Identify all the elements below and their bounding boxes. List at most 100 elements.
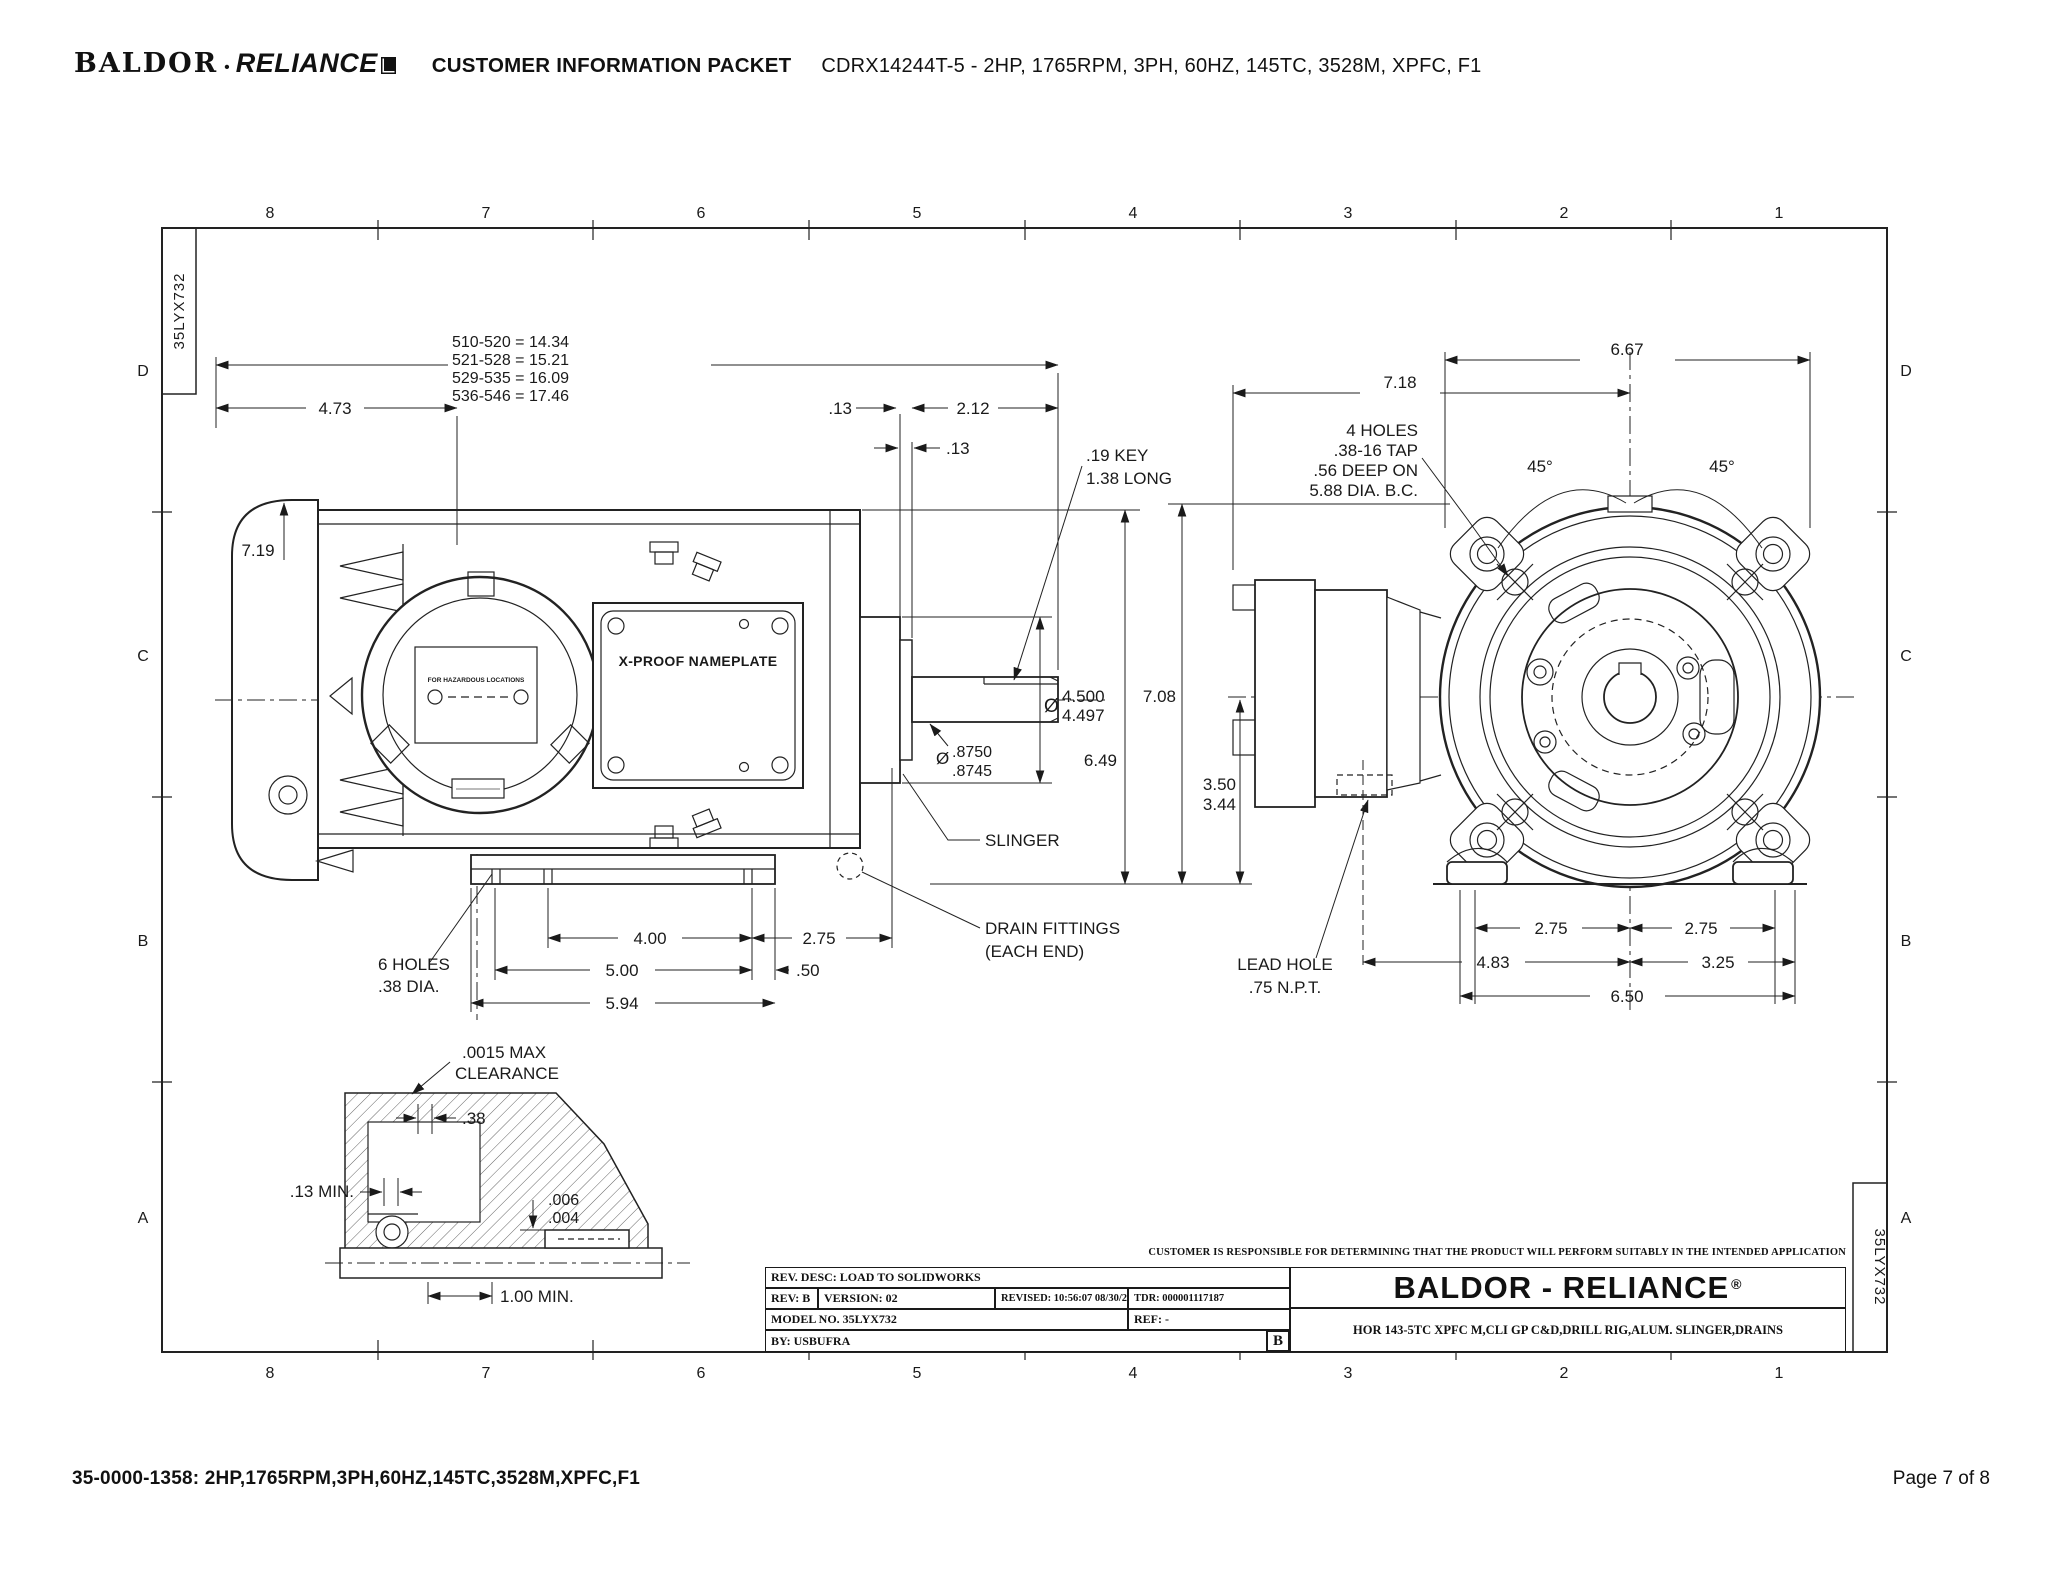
title-block: REV. DESC: LOAD TO SOLIDWORKS REV: B VER…	[765, 1267, 1846, 1352]
motor-side-view: FOR HAZARDOUS LOCATIONS X-PROOF NAMEPLAT…	[215, 499, 1105, 1020]
baldor-box-icon	[380, 57, 396, 74]
border-tab-label-top: 35LYX732	[171, 273, 188, 350]
grid-col-label: 3	[1344, 205, 1353, 222]
tap-note: .56 DEEP ON	[1313, 461, 1418, 480]
dim-label: 4.73	[318, 399, 351, 418]
drain-label: (EACH END)	[985, 942, 1084, 961]
grid-col-label: 5	[913, 205, 922, 222]
lead-hole-label: .75 N.P.T.	[1249, 978, 1321, 997]
diameter-symbol: Ø	[1044, 696, 1059, 717]
conduit-box-cover	[360, 571, 600, 815]
border-tab-label-bottom: 35LYX732	[1871, 1229, 1888, 1306]
hazloc-plate-label: FOR HAZARDOUS LOCATIONS	[428, 677, 525, 684]
registered-mark: ®	[1731, 1275, 1743, 1292]
nameplate-label: X-PROOF NAMEPLATE	[619, 653, 778, 669]
grid-col-label: 2	[1560, 205, 1569, 222]
dim-label: 3.25	[1701, 953, 1734, 972]
footer-page-number: Page 7 of 8	[1892, 1468, 1990, 1489]
key-note: .19 KEY	[1086, 446, 1148, 465]
dim-label: .8745	[952, 763, 992, 780]
dim-label: 6.50	[1610, 987, 1643, 1006]
disclaimer-note: CUSTOMER IS RESPONSIBLE FOR DETERMINING …	[1148, 1247, 1846, 1258]
length-table-row: 510-520 = 14.34	[452, 334, 569, 351]
holes-label: .38 DIA.	[378, 977, 439, 996]
by-cell: BY: USBUFRA	[765, 1330, 1290, 1352]
tap-note: 4 HOLES	[1346, 421, 1418, 440]
slinger-disc	[899, 639, 913, 761]
conduit-box-profile	[1232, 579, 1442, 808]
model-line: CDRX14244T-5 - 2HP, 1765RPM, 3PH, 60HZ, …	[821, 55, 1482, 77]
tap-note: 5.88 DIA. B.C.	[1309, 481, 1418, 500]
grid-col-label: 4	[1129, 205, 1138, 222]
dim-label: .50	[796, 961, 820, 980]
slinger-label: SLINGER	[985, 831, 1060, 850]
dim-label: 6.49	[1084, 751, 1117, 770]
detail-view-dimensions	[360, 1061, 548, 1304]
dim-label: 1.00 MIN.	[500, 1287, 574, 1306]
grid-col-label: 6	[697, 1365, 706, 1382]
dim-label: 3.44	[1203, 795, 1236, 814]
dim-label: .13	[828, 399, 852, 418]
dim-label: .13 MIN.	[290, 1182, 354, 1201]
grid-col-label: 1	[1775, 1365, 1784, 1382]
drawing-description: HOR 143-5TC XPFC M,CLI GP C&D,DRILL RIG,…	[1290, 1308, 1846, 1352]
grid-col-label: 3	[1344, 1365, 1353, 1382]
end-view-dimensions	[1168, 352, 1811, 1004]
dim-label: 4.00	[633, 929, 666, 948]
detail-slinger	[544, 1229, 630, 1249]
grid-col-label: 8	[266, 205, 275, 222]
dim-label: 2.75	[1684, 919, 1717, 938]
ref-cell: REF: -	[1128, 1309, 1290, 1330]
dim-label: 4.500	[1062, 687, 1105, 706]
length-table-row: 536-546 = 17.46	[452, 388, 569, 405]
title-block-brand: BALDOR - RELIANCE®	[1290, 1267, 1846, 1308]
grid-col-label: 5	[913, 1365, 922, 1382]
logo-dot: •	[224, 59, 230, 76]
dim-label: 6.67	[1610, 340, 1643, 359]
key-note: 1.38 LONG	[1086, 469, 1172, 488]
grid-col-label: 7	[482, 205, 491, 222]
dim-label: .8750	[952, 744, 992, 761]
dim-label: 5.00	[605, 961, 638, 980]
holes-label: 6 HOLES	[378, 955, 450, 974]
grid-row-label: C	[137, 648, 149, 665]
rev-cell: REV: B	[765, 1288, 818, 1309]
drain-plug-top	[649, 541, 722, 582]
dim-label: 3.50	[1203, 775, 1236, 794]
tap-note: .38-16 TAP	[1334, 441, 1418, 460]
version-cell: VERSION: 02	[818, 1288, 995, 1309]
side-view-labels: 510-520 = 14.34 521-528 = 15.21 529-535 …	[241, 334, 1172, 1013]
dim-label: .38	[462, 1109, 486, 1128]
rev-letter-box: B	[1266, 1330, 1290, 1352]
end-view-labels: 7.18 6.67 4 HOLES .38-16 TAP .56 DEEP ON…	[1143, 340, 1735, 1006]
bearing-detail-view	[325, 1092, 690, 1279]
grid-row-label: C	[1900, 648, 1912, 665]
grid-col-label: 8	[266, 1365, 275, 1382]
grid-row-label: B	[138, 933, 149, 950]
side-view-dimensions	[215, 332, 1252, 1012]
dim-label: 5.94	[605, 994, 638, 1013]
clearance-note: .0015 MAX	[462, 1043, 546, 1062]
grid-row-label: D	[1900, 363, 1912, 380]
grid-col-label: 1	[1775, 205, 1784, 222]
drain-label: DRAIN FITTINGS	[985, 919, 1120, 938]
angle-label: 45°	[1527, 457, 1553, 476]
grid-col-label: 4	[1129, 1365, 1138, 1382]
model-no-cell: MODEL NO. 35LYX732	[765, 1309, 1128, 1330]
dim-label: 7.18	[1383, 373, 1416, 392]
dim-label: .13	[946, 439, 970, 458]
grid-col-label: 7	[482, 1365, 491, 1382]
detail-view-labels: .0015 MAX CLEARANCE .38 .13 MIN. .006 .0…	[290, 1043, 579, 1306]
length-table-row: 529-535 = 16.09	[452, 370, 569, 387]
lead-hole	[1336, 774, 1393, 796]
dim-label: 7.08	[1143, 687, 1176, 706]
grid-col-label: 6	[697, 205, 706, 222]
eyebolt	[268, 775, 308, 815]
xproof-nameplate	[592, 602, 804, 789]
packet-title: CUSTOMER INFORMATION PACKET	[431, 54, 792, 77]
revised-cell: REVISED: 10:56:07 08/30/2019	[995, 1288, 1128, 1309]
rev-desc-cell: REV. DESC: LOAD TO SOLIDWORKS	[765, 1267, 1290, 1288]
dim-label: 4.497	[1062, 706, 1105, 725]
